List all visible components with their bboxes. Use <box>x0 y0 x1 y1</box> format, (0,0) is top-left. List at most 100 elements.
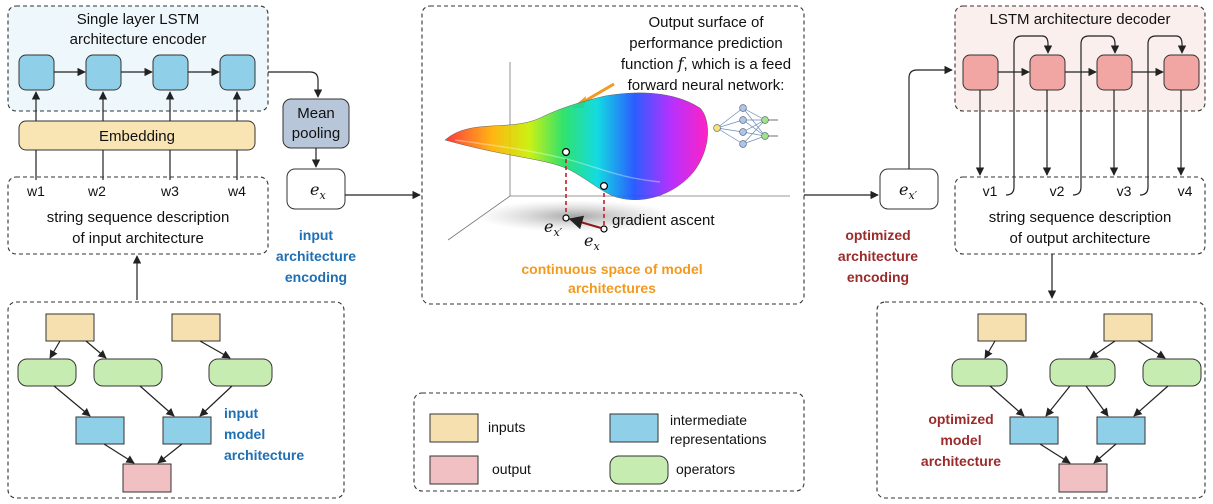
decoder-lstm-cell-2 <box>1029 54 1066 91</box>
legend-operators-label: operators <box>676 461 735 477</box>
embedding-label: Embedding <box>99 128 175 145</box>
input-encoding-caption-2: architecture <box>276 248 356 264</box>
neural-network-icon <box>713 104 778 148</box>
edge-op1-mid1 <box>53 385 91 417</box>
surface-desc-line4: forward neural network: <box>628 77 785 94</box>
output-sequence-box <box>954 176 1206 255</box>
output-node <box>122 463 172 493</box>
input-node-2 <box>171 313 221 342</box>
intermediate-node-2 <box>162 416 212 445</box>
decoder-lstm-cell-4 <box>1163 54 1200 91</box>
encoder-box <box>7 5 269 112</box>
optimized-to-decoder-arrow <box>908 65 953 169</box>
input-encoding-box <box>286 168 346 210</box>
input-sequence-desc-line1: string sequence description <box>47 209 230 226</box>
opt-edge-in2-op2 <box>1089 340 1116 359</box>
mean-pooling-line2: pooling <box>292 125 340 142</box>
surface-ridge <box>454 139 661 183</box>
input-encoding-symbol: ex <box>310 180 326 202</box>
legend-operators-swatch <box>609 455 669 485</box>
optimized-model-caption-1: optimized <box>928 411 993 427</box>
opt-input-node-1 <box>977 313 1027 342</box>
input-token-w2: w2 <box>87 183 106 199</box>
legend-intermediate-label-1: intermediate <box>670 412 747 428</box>
opt-intermediate-node-2 <box>1096 416 1146 445</box>
legend-box <box>413 392 805 492</box>
surface-desc-line3: function f, which is a feed <box>621 54 791 73</box>
legend-intermediate-label-2: representations <box>670 431 767 447</box>
optimized-model-box <box>876 301 1206 499</box>
feedback-v3-to-cell4 <box>1139 35 1187 196</box>
opt-edge-in2-op3 <box>1137 340 1166 359</box>
surface-point-x <box>599 182 608 191</box>
decoder-box <box>954 5 1206 112</box>
edge-op2-mid2 <box>139 385 175 417</box>
surface-point-xprime <box>561 148 570 157</box>
input-encoding-caption-3: encoding <box>285 269 347 285</box>
legend-output-label: output <box>492 461 531 477</box>
decoder-lstm-cell-3 <box>1096 54 1133 91</box>
encoder-lstm-cell-4 <box>219 54 256 91</box>
input-encoding-caption-1: input <box>299 227 334 243</box>
encoder-title-line1: Single layer LSTM <box>77 11 200 28</box>
feedback-v1-to-cell2 <box>1005 35 1053 196</box>
embedding-layer <box>18 120 256 151</box>
edge-in1-op1 <box>49 340 61 359</box>
opt-edge-op2-mid1 <box>1045 385 1071 417</box>
edge-in2-op3 <box>199 340 231 359</box>
intermediate-node-1 <box>75 416 125 445</box>
opt-edge-op3-mid2 <box>1133 385 1169 417</box>
input-token-w3: w3 <box>160 183 179 199</box>
operator-node-1 <box>17 358 77 387</box>
operator-node-3 <box>208 358 273 387</box>
input-node-1 <box>45 313 95 342</box>
encoder-to-pooling-arrow <box>268 71 323 98</box>
point-label-xprime: ex′ <box>544 217 563 239</box>
mean-pooling-line1: Mean <box>297 105 335 122</box>
encoder-lstm-cell-2 <box>85 54 122 91</box>
edge-mid2-out <box>157 443 183 464</box>
surface-box <box>421 5 805 305</box>
operator-node-2 <box>93 358 163 387</box>
optimized-encoding-caption-2: architecture <box>838 248 918 264</box>
encoder-lstm-cell-1 <box>18 54 55 91</box>
surface-desc-line2: performance prediction <box>629 35 782 52</box>
opt-operator-node-3 <box>1142 358 1202 387</box>
opt-operator-node-1 <box>951 358 1008 387</box>
optimized-model-caption-3: architecture <box>921 453 1001 469</box>
decoder-lstm-cell-1 <box>962 54 999 91</box>
opt-input-node-2 <box>1103 313 1153 342</box>
surface-caption-line2: architectures <box>568 280 656 296</box>
input-model-caption-2: model <box>224 426 265 442</box>
encoder-title-line2: architecture encoder <box>70 31 207 48</box>
output-token-v4: v4 <box>1178 183 1193 199</box>
optimized-encoding-caption-3: encoding <box>847 269 909 285</box>
input-sequence-desc-line2: of input architecture <box>72 230 204 247</box>
input-token-w1: w1 <box>26 183 45 199</box>
edge-in1-op2 <box>85 340 107 359</box>
performance-surface <box>444 92 708 200</box>
output-token-v2: v2 <box>1050 183 1065 199</box>
opt-edge-mid1-out <box>1039 443 1071 464</box>
input-model-box <box>7 301 345 499</box>
input-sequence-box <box>7 176 269 255</box>
decoder-title: LSTM architecture decoder <box>990 11 1171 28</box>
input-model-caption-1: input <box>224 405 259 421</box>
output-sequence-desc-line2: of output architecture <box>1010 230 1151 247</box>
encoder-lstm-cell-3 <box>152 54 189 91</box>
opt-edge-op1-mid1 <box>989 385 1025 417</box>
optimized-encoding-caption-1: optimized <box>845 227 910 243</box>
opt-edge-op2-mid2 <box>1085 385 1109 417</box>
optimized-encoding-symbol: ex′ <box>899 180 918 202</box>
point-label-x: ex <box>584 231 600 253</box>
surface-caption-line1: continuous space of model <box>521 261 702 277</box>
base-point-xprime <box>562 214 570 222</box>
input-model-caption-3: architecture <box>224 447 304 463</box>
edge-op3-mid2 <box>199 385 233 417</box>
input-token-w4: w4 <box>227 183 246 199</box>
output-sequence-desc-line1: string sequence description <box>989 209 1172 226</box>
surface-desc-line1: Output surface of <box>648 14 764 31</box>
legend-intermediate-swatch <box>609 413 659 443</box>
gradient-ascent-label: gradient ascent <box>612 212 715 229</box>
optimized-model-caption-2: model <box>940 432 981 448</box>
